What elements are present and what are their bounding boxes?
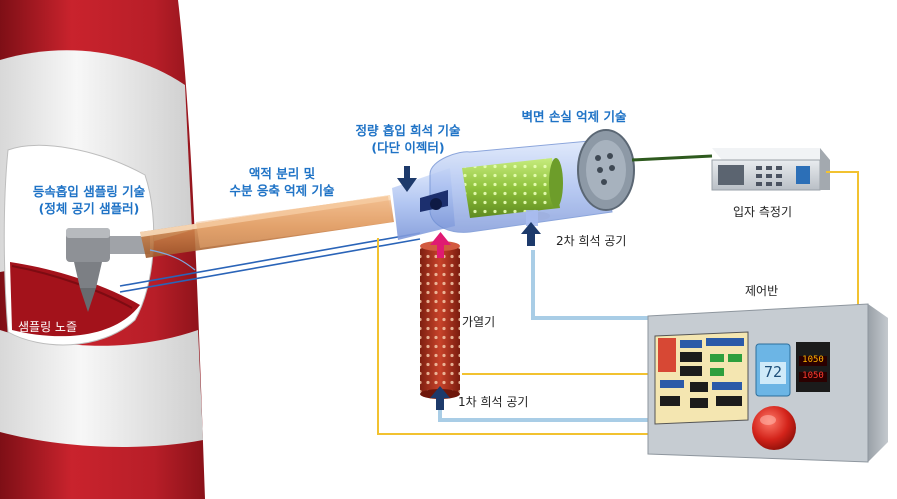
primary-air-arrow	[430, 386, 450, 410]
isokinetic-line-2: (정체 공기 샘플러)	[38, 201, 140, 216]
sample-line	[631, 154, 713, 162]
dilution-unit	[392, 129, 635, 240]
primary-air-label: 1차 희석 공기	[458, 395, 529, 409]
secondary-air-arrow	[521, 222, 541, 246]
temperature-controller	[796, 342, 830, 392]
control-panel	[647, 303, 888, 463]
panel-screen	[654, 331, 749, 425]
sampling-nozzle-label: 샘플링 노즐	[18, 320, 78, 334]
quantitative-line-2: (다단 이젝터)	[371, 140, 445, 155]
sampling-tube	[140, 195, 394, 258]
quantitative-dilution-label: 정량 흡입 희석 기술 (다단 이젝터)	[338, 122, 478, 156]
heater	[420, 241, 460, 399]
isokinetic-line-1: 등속흡입 샘플링 기술	[32, 184, 146, 199]
sampling-nozzle	[66, 228, 150, 312]
display-unit	[755, 343, 791, 397]
isokinetic-sampling-label: 등속흡입 샘플링 기술 (정체 공기 샘플러)	[14, 183, 164, 217]
control-panel-label: 제어반	[745, 284, 779, 298]
arrows	[397, 166, 541, 410]
heater-label: 가열기	[462, 315, 496, 329]
particle-meter-label: 입자 측정기	[733, 205, 793, 219]
display-value: 72	[763, 363, 783, 381]
particle-meter	[711, 148, 830, 191]
droplet-line-2: 수분 응축 억제 기술	[229, 183, 335, 198]
quantitative-line-1: 정량 흡입 희석 기술	[355, 123, 461, 138]
emergency-knob	[752, 406, 796, 450]
air-lines	[119, 232, 421, 293]
ejector-inlet-arrow	[397, 166, 417, 192]
droplet-separation-label: 액적 분리 및 수분 응축 억제 기술	[212, 165, 352, 199]
controller-bottom-value: 1050	[802, 371, 824, 381]
heated-air-arrow	[430, 232, 451, 258]
droplet-line-1: 액적 분리 및	[248, 166, 316, 181]
wall-loss-label: 벽면 손실 억제 기술	[521, 109, 627, 124]
control-wiring	[377, 171, 859, 435]
controller-top-value: 1050	[802, 355, 824, 365]
secondary-air-label: 2차 희석 공기	[556, 234, 627, 248]
